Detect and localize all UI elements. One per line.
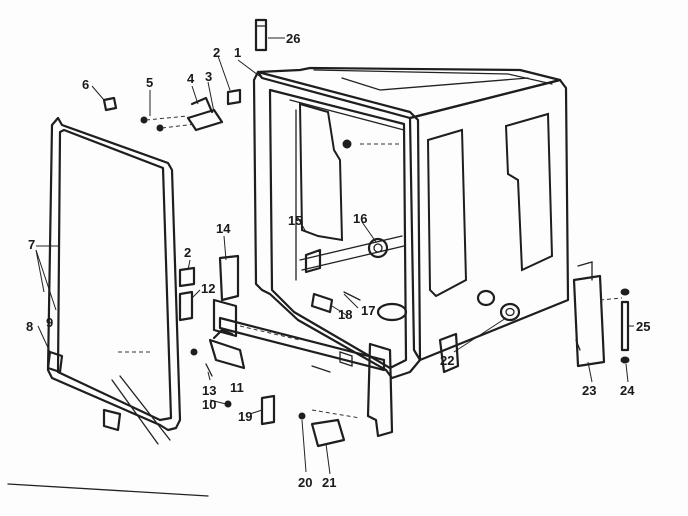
label-part-6: 6 bbox=[82, 77, 90, 92]
label-part-12: 12 bbox=[201, 281, 216, 296]
label-part-7: 7 bbox=[28, 237, 36, 252]
label-part-24: 24 bbox=[620, 383, 635, 398]
part-24-25-rod bbox=[620, 288, 630, 364]
label-part-15: 15 bbox=[288, 213, 303, 228]
part-2-clip-mid bbox=[178, 266, 196, 288]
label-part-2-top: 2 bbox=[213, 45, 221, 60]
part-4-hinge bbox=[186, 96, 224, 132]
alignment-lines bbox=[118, 143, 623, 419]
part-2-clip-top bbox=[226, 88, 242, 106]
label-part-2-mid: 2 bbox=[184, 245, 192, 260]
label-part-3: 3 bbox=[205, 69, 213, 84]
label-part-1: 1 bbox=[234, 45, 242, 60]
label-part-13: 13 bbox=[202, 383, 217, 398]
label-part-18: 18 bbox=[338, 307, 353, 322]
part-14-bracket bbox=[218, 254, 240, 302]
label-part-23: 23 bbox=[582, 383, 597, 398]
part-12-bracket bbox=[178, 290, 194, 322]
part-26-clip bbox=[254, 18, 268, 52]
label-part-14: 14 bbox=[216, 221, 231, 236]
part-13-screw bbox=[190, 348, 213, 377]
label-part-10: 10 bbox=[202, 397, 217, 412]
door-gasket bbox=[46, 116, 182, 445]
part-20-screw bbox=[298, 412, 306, 420]
label-part-4: 4 bbox=[187, 71, 195, 86]
part-6-screw bbox=[102, 96, 118, 112]
lower-front-rail bbox=[212, 298, 394, 438]
part-23-hinge bbox=[572, 261, 606, 368]
label-part-5: 5 bbox=[146, 75, 154, 90]
part-21-latch bbox=[310, 418, 346, 448]
label-part-26: 26 bbox=[286, 31, 301, 46]
part-5-screw bbox=[140, 115, 197, 132]
part-19-bracket bbox=[260, 394, 276, 426]
label-part-19: 19 bbox=[238, 409, 253, 424]
label-part-9: 9 bbox=[46, 315, 54, 330]
label-part-21: 21 bbox=[322, 475, 337, 490]
tub-body bbox=[252, 66, 570, 380]
label-part-11: 11 bbox=[230, 380, 244, 395]
part-8-clip bbox=[46, 350, 64, 374]
label-part-8: 8 bbox=[26, 319, 34, 334]
label-part-25: 25 bbox=[636, 319, 651, 334]
leader-lines bbox=[35, 37, 634, 475]
label-part-16: 16 bbox=[353, 211, 368, 226]
page-baseline bbox=[7, 483, 209, 497]
label-part-20: 20 bbox=[298, 475, 313, 490]
label-part-17: 17 bbox=[361, 303, 376, 318]
part-lower-clip bbox=[102, 408, 122, 432]
part-11-bracket bbox=[208, 328, 246, 370]
label-part-22: 22 bbox=[440, 353, 455, 368]
